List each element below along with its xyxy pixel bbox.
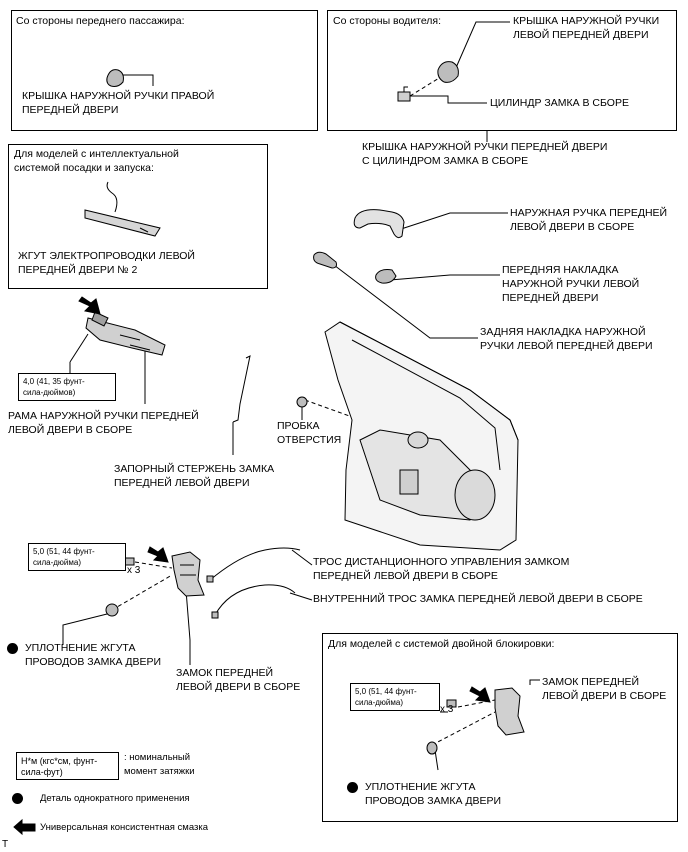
wire-harness-part [84,181,161,237]
seal-label-1: УПЛОТНЕНИЕ ЖГУТА [25,642,136,654]
legend-unit-line-2: сила-фут) [21,767,63,777]
double-lock-seal-label-1: УПЛОТНЕНИЕ ЖГУТА [365,781,476,793]
front-pad-label-1: ПЕРЕДНЯЯ НАКЛАДКА [502,264,619,276]
inside-cable-label: ВНУТРЕННИЙ ТРОС ЗАМКА ПЕРЕДНЕЙ ЛЕВОЙ ДВЕ… [313,593,643,605]
frame-torque-box: 4,0 (41, 35 фунт- сила-дюймов) [18,373,116,401]
right-handle-cover-label-1: КРЫШКА НАРУЖНОЙ РУЧКИ ПРАВОЙ [22,90,215,102]
driver-box-title: Со стороны водителя: [333,15,442,27]
right-handle-cover-label-2: ПЕРЕДНЕЙ ДВЕРИ [22,104,119,116]
hole-plug-label-2: ОТВЕРСТИЯ [277,434,342,446]
frame-torque-line-1: 4,0 (41, 35 фунт- [23,377,85,386]
double-lock-box-title: Для моделей с системой двойной блокировк… [328,638,555,650]
double-lock-label-2: ЛЕВОЙ ДВЕРИ В СБОРЕ [542,690,667,702]
remote-cable-label-2: ПЕРЕДНЕЙ ЛЕВОЙ ДВЕРИ В СБОРЕ [313,570,498,582]
double-lock-torque-line-1: 5,0 (51, 44 фунт- [355,687,417,696]
double-lock-torque-line-2: сила-дюйма) [355,698,403,707]
double-lock-screw-count: x 3 [440,704,454,715]
driver-side-box [327,10,677,131]
wire-harness-label-1: ЖГУТ ЭЛЕКТРОПРОВОДКИ ЛЕВОЙ [18,250,195,262]
legend-single-use-text: Деталь однократного применения [40,793,190,804]
lock-torque-box: 5,0 (51, 44 фунт- сила-дюйма) [28,543,126,571]
smart-entry-box [8,144,268,289]
outside-handle-label-2: ЛЕВОЙ ДВЕРИ В СБОРЕ [510,221,635,233]
outside-handle-label-1: НАРУЖНАЯ РУЧКА ПЕРЕДНЕЙ [510,207,668,219]
seal-label-2: ПРОВОДОВ ЗАМКА ДВЕРИ [25,656,162,668]
lock-rod-label-2: ПЕРЕДНЕЙ ЛЕВОЙ ДВЕРИ [114,477,250,489]
double-lock-part [494,687,525,736]
legend-grease-text: Универсальная консистентная смазка [40,822,209,833]
screw-count-label: x 3 [127,565,141,576]
smart-box-title-2: системой посадки и запуска: [14,162,154,174]
hole-plug-part [296,396,308,408]
lock-label-2: ЛЕВОЙ ДВЕРИ В СБОРЕ [176,681,301,693]
double-lock-box [322,633,678,822]
passenger-side-box [11,10,318,131]
lock-rod-label-1: ЗАПОРНЫЙ СТЕРЖЕНЬ ЗАМКА [114,463,275,475]
lock-cylinder-label: ЦИЛИНДР ЗАМКА В СБОРЕ [490,97,629,109]
legend-unit-desc-2: момент затяжки [124,766,195,777]
door-lock-part [171,551,205,597]
grease-arrow-icon [78,296,491,703]
rear-pad-label-1: ЗАДНЯЯ НАКЛАДКА НАРУЖНОЙ [480,326,646,338]
cover-with-cylinder-label-1: КРЫШКА НАРУЖНОЙ РУЧКИ ПЕРЕДНЕЙ ДВЕРИ [362,141,608,153]
cover-with-cylinder-label-2: С ЦИЛИНДРОМ ЗАМКА В СБОРЕ [362,155,529,167]
seal-part [105,603,438,755]
lock-label-1: ЗАМОК ПЕРЕДНЕЙ [176,667,274,679]
front-pad-part [375,269,397,284]
screw-part [123,557,457,708]
legend-single-use-dot-icon [12,793,23,804]
double-lock-label-1: ЗАМОК ПЕРЕДНЕЙ [542,676,640,688]
rear-pad-label-2: РУЧКИ ЛЕВОЙ ПЕРЕДНЕЙ ДВЕРИ [480,340,653,352]
double-lock-seal-label-2: ПРОВОДОВ ЗАМКА ДВЕРИ [365,795,502,807]
lock-torque-line-2: сила-дюйма) [33,558,81,567]
left-handle-cover-part [437,61,459,83]
hole-plug-label-1: ПРОБКА [277,420,320,432]
smart-box-title-1: Для моделей с интеллектуальной [14,148,179,160]
legend-unit-line-1: Н*м (кгс*см, фунт- [21,756,98,766]
front-pad-label-2: НАРУЖНОЙ РУЧКИ ЛЕВОЙ [502,278,640,290]
double-lock-single-use-dot-icon [347,782,358,793]
corner-mark: T [2,839,9,850]
passenger-box-title: Со стороны переднего пассажира: [16,15,185,27]
door-panel-part [324,321,519,551]
front-pad-label-3: ПЕРЕДНЕЙ ДВЕРИ [502,292,599,304]
single-use-dot-icon [7,643,18,654]
lock-torque-line-1: 5,0 (51, 44 фунт- [33,547,95,556]
handle-frame-part [85,311,166,356]
legend-unit-box: Н*м (кгс*см, фунт- сила-фут) [16,752,119,780]
frame-label-1: РАМА НАРУЖНОЙ РУЧКИ ПЕРЕДНЕЙ [8,410,199,422]
wire-harness-label-2: ПЕРЕДНЕЙ ДВЕРИ № 2 [18,264,138,276]
frame-label-2: ЛЕВОЙ ДВЕРИ В СБОРЕ [8,424,133,436]
legend-arrow-icon [13,818,36,836]
double-lock-torque-box: 5,0 (51, 44 фунт- сила-дюйма) [350,683,440,711]
left-handle-cover-label-2: ЛЕВОЙ ПЕРЕДНЕЙ ДВЕРИ [513,29,649,41]
legend-unit-desc-1: : номинальный [124,752,191,763]
rear-pad-part [313,251,337,269]
frame-torque-line-2: сила-дюймов) [23,388,76,397]
lock-cylinder-part [397,86,411,102]
lock-rod-part [232,355,251,423]
outside-handle-part [353,209,405,239]
right-handle-cover-part [106,69,124,87]
remote-cable-label-1: ТРОС ДИСТАНЦИОННОГО УПРАВЛЕНИЯ ЗАМКОМ [313,556,570,568]
left-handle-cover-label-1: КРЫШКА НАРУЖНОЙ РУЧКИ [513,15,660,27]
lock-cables-part [206,547,301,619]
